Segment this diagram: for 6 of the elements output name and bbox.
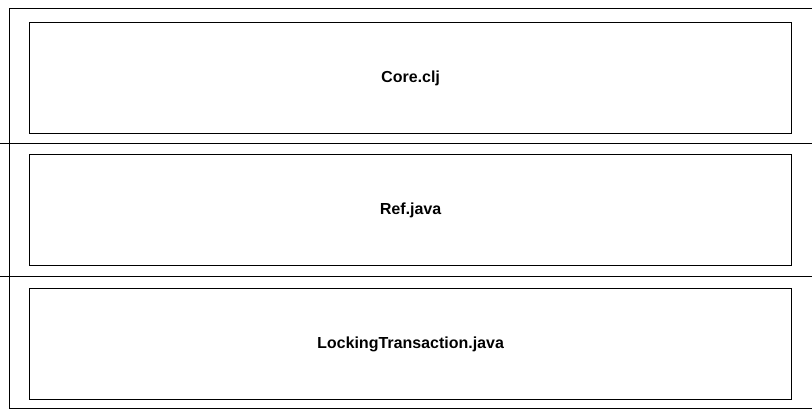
module-box bbox=[29, 22, 792, 134]
module-name: LockingTransaction.java bbox=[317, 335, 504, 353]
module-box bbox=[29, 288, 792, 400]
module-name: Ref.java bbox=[380, 201, 442, 219]
module-box bbox=[29, 154, 792, 266]
module-name: Core.clj bbox=[381, 69, 440, 87]
